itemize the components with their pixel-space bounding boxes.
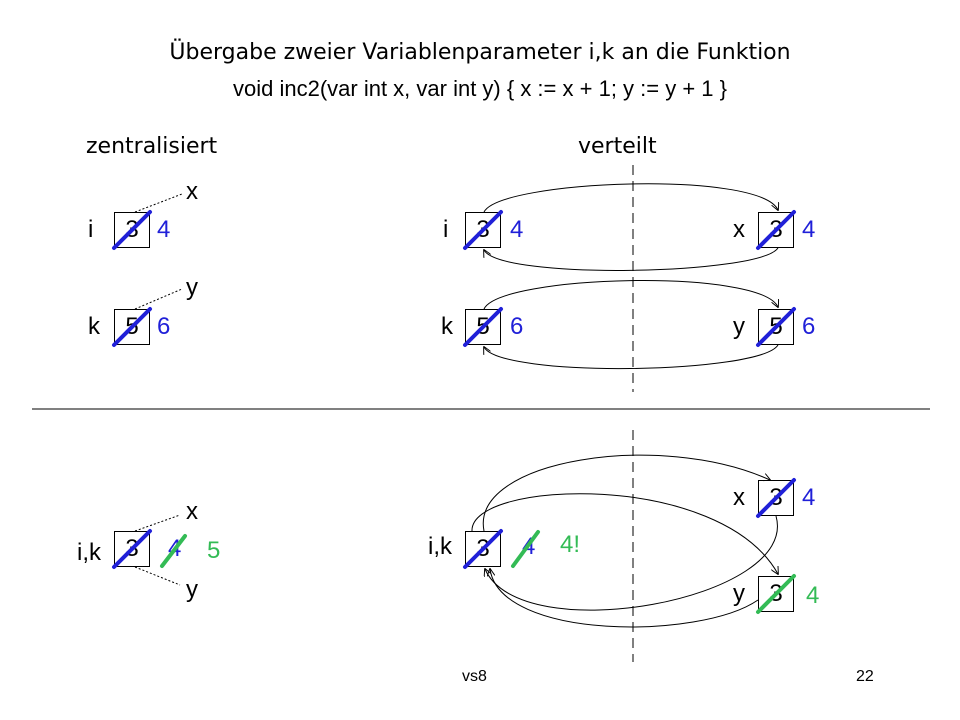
arrow-x-to-i [484, 247, 779, 271]
arrow-ik-to-y [471, 493, 778, 574]
alias-x-label: x [186, 178, 198, 205]
alias-line-y-bottom [134, 566, 181, 586]
strike-remote-ik [463, 529, 503, 569]
strike-remote-x-bottom [756, 478, 796, 518]
remote-var-i-label: i [443, 216, 449, 243]
alias-line-x [134, 193, 183, 213]
remote-cell-x-new-value: 4 [802, 216, 816, 243]
strike-k [112, 307, 152, 347]
arrow-x-to-ik [485, 515, 778, 611]
cell-ik-new-value: 5 [207, 537, 221, 564]
arrow-y-to-k [484, 344, 779, 370]
remote-cell-x-bottom-new-value: 4 [802, 484, 816, 511]
remote-cell-y-new-value: 6 [802, 313, 816, 340]
alias-line-x-bottom [134, 514, 181, 532]
heading-zentralisiert: zentralisiert [86, 134, 218, 159]
remote-cell-i-new-value: 4 [510, 216, 524, 243]
remote-var-y-label: y [733, 313, 745, 340]
strike-remote-i [463, 210, 503, 250]
alias-line-y [134, 288, 183, 310]
strike-remote-y [756, 307, 796, 347]
remote-cell-ik-new-value: 4! [560, 531, 581, 558]
strike-remote-ik-mid [511, 530, 540, 568]
strike-remote-x [756, 210, 796, 250]
var-ik-label: i,k [77, 539, 101, 566]
title-line-1: Übergabe zweier Variablenparameter i,k a… [169, 40, 791, 65]
arrow-y-to-ik [490, 569, 759, 628]
title-line-2: void inc2(var int x, var int y) { x := x… [233, 76, 727, 101]
alias-y-label-bottom: y [186, 576, 198, 603]
page-number: 22 [856, 668, 874, 685]
arrow-ik-to-x [482, 454, 770, 532]
remote-var-x-label: x [733, 216, 745, 243]
strike-remote-k [463, 307, 503, 347]
var-k-label: k [88, 313, 100, 340]
remote-var-x-label-bottom: x [733, 484, 745, 511]
alias-y-label: y [186, 274, 198, 301]
arrow-k-to-y [483, 280, 778, 310]
cell-i-new-value: 4 [157, 216, 171, 243]
remote-var-ik-label: i,k [428, 533, 452, 560]
cell-k-new-value: 6 [157, 313, 171, 340]
alias-x-label-bottom: x [186, 498, 198, 525]
var-i-label: i [88, 216, 94, 243]
footer-label: vs8 [462, 668, 487, 685]
remote-var-y-label-bottom: y [733, 580, 745, 607]
remote-cell-k-new-value: 6 [510, 313, 524, 340]
strike-ik-mid [160, 534, 187, 568]
remote-var-k-label: k [441, 313, 453, 340]
strike-ik [112, 529, 152, 569]
heading-verteilt: verteilt [578, 134, 657, 159]
strike-i [112, 210, 152, 250]
arrow-i-to-x [483, 183, 778, 213]
strike-remote-y-bottom [756, 574, 796, 614]
remote-cell-y-bottom-new-value: 4 [806, 582, 820, 609]
